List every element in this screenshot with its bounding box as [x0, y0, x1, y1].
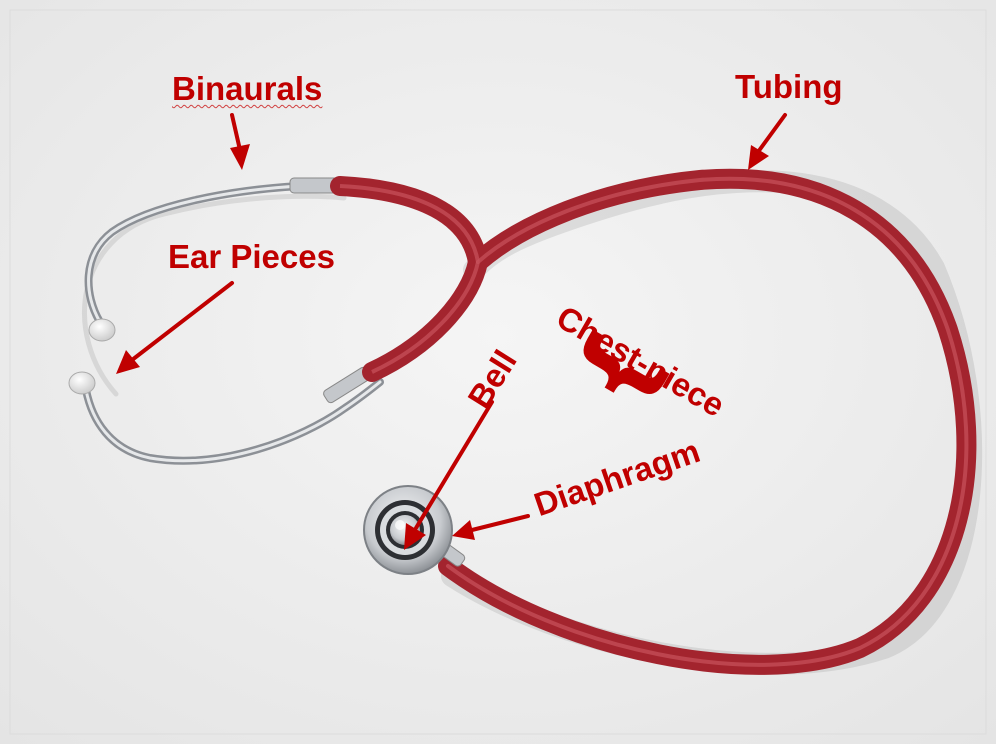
ear-tip-lower — [69, 372, 95, 394]
label-ear-pieces: Ear Pieces — [168, 240, 335, 273]
ear-tip-upper — [89, 319, 115, 341]
label-binaurals: Binaurals — [172, 72, 322, 105]
label-tubing: Tubing — [735, 70, 843, 103]
